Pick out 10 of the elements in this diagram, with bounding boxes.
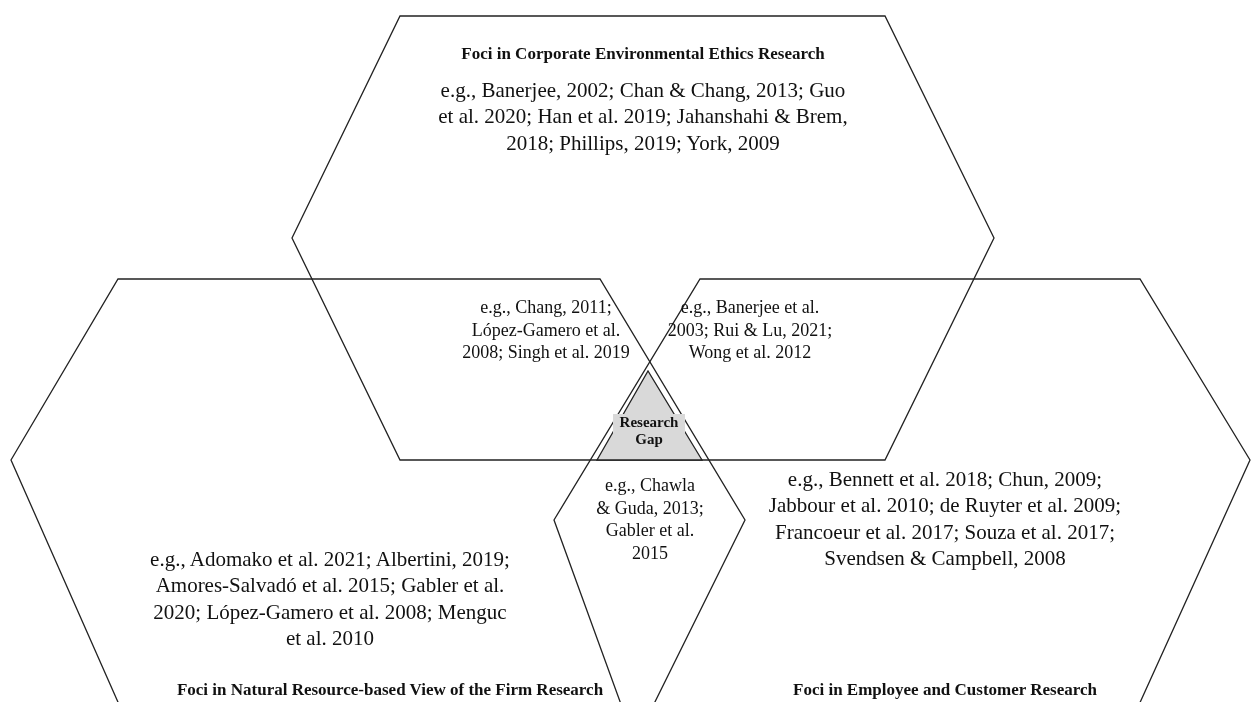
region-heading: Foci in Corporate Environmental Ethics Research [460, 43, 826, 65]
region-heading: Foci in Natural Resource-based View of the Firm Research [175, 679, 605, 701]
reference-list: e.g., Adomako et al. 2021; Albertini, 2019; Amores-Salvadó et al. 2015; Gabler et al. 2020; López-Gamero et al. 2008; Menguc et al. 2010 [145, 546, 515, 651]
overlap-reference-list: e.g., Chang, 2011; López-Gamero et al. 2008; Singh et al. 2019 [462, 296, 630, 364]
gap-label: Research Gap [613, 414, 685, 449]
overlap-reference-list: e.g., Chawla & Guda, 2013; Gabler et al. 2015 [596, 474, 704, 564]
region-heading: Foci in Employee and Customer Research [792, 679, 1098, 701]
overlap-reference-list: e.g., Banerjee et al. 2003; Rui & Lu, 2021; Wong et al. 2012 [662, 296, 838, 364]
reference-list: e.g., Bennett et al. 2018; Chun, 2009; Jabbour et al. 2010; de Ruyter et al. 2009; Francoeur et al. 2017; Souza et al. 2017; Svendsen & Campbell, 2008 [755, 466, 1135, 571]
reference-list: e.g., Banerjee, 2002; Chan & Chang, 2013; Guo et al. 2020; Han et al. 2019; Jahanshahi & Brem, 2018; Phillips, 2019; York, 2009 [433, 77, 853, 156]
